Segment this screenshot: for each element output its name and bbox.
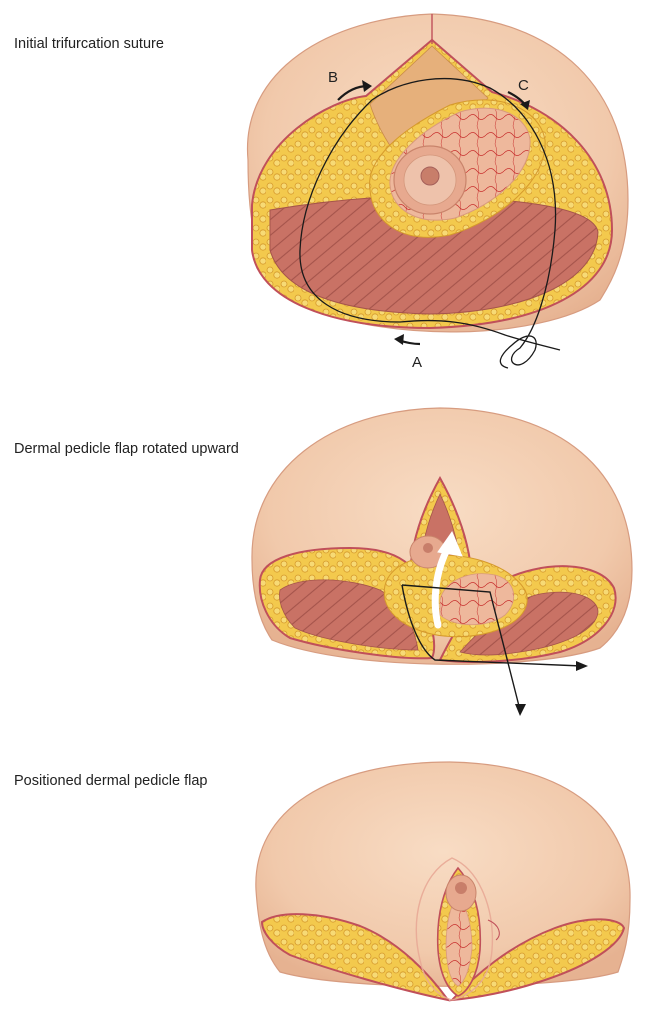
rotation-arrow-icon [431, 544, 452, 629]
nipple-2 [423, 543, 433, 553]
rotation-arrow-head-icon [437, 530, 463, 557]
figure-dermal-pedicle-flap-rotated [251, 407, 633, 716]
nipple-3 [455, 882, 467, 894]
suture-thread-2b [401, 584, 583, 667]
suture-thread-1 [299, 78, 561, 369]
arrow-c-head-icon [520, 100, 530, 110]
label-c: C [518, 77, 529, 94]
arrow-a-head-icon [394, 334, 404, 345]
caption-initial-trifurcation-suture: Initial trifurcation suture [14, 36, 164, 52]
figure-initial-trifurcation-suture: B C A [246, 13, 629, 371]
nipple-1 [420, 166, 440, 186]
arrow-b-head-icon [362, 80, 372, 92]
suture-arrow-right-icon [576, 661, 588, 671]
flap-outline-3 [415, 857, 494, 1001]
wound-left-3 [260, 913, 451, 1002]
label-a: A [412, 354, 422, 371]
muscle-left-lobe-2 [279, 579, 419, 651]
label-b: B [328, 69, 338, 86]
caption-positioned-dermal-pedicle-flap: Positioned dermal pedicle flap [14, 773, 208, 789]
figure-positioned-dermal-pedicle-flap [255, 761, 631, 1002]
caption-dermal-pedicle-flap-rotated: Dermal pedicle flap rotated upward [14, 441, 239, 457]
wound-right-3 [449, 918, 626, 1002]
suture-thread-2a [401, 584, 521, 711]
suture-arrow-down-icon [515, 704, 526, 716]
